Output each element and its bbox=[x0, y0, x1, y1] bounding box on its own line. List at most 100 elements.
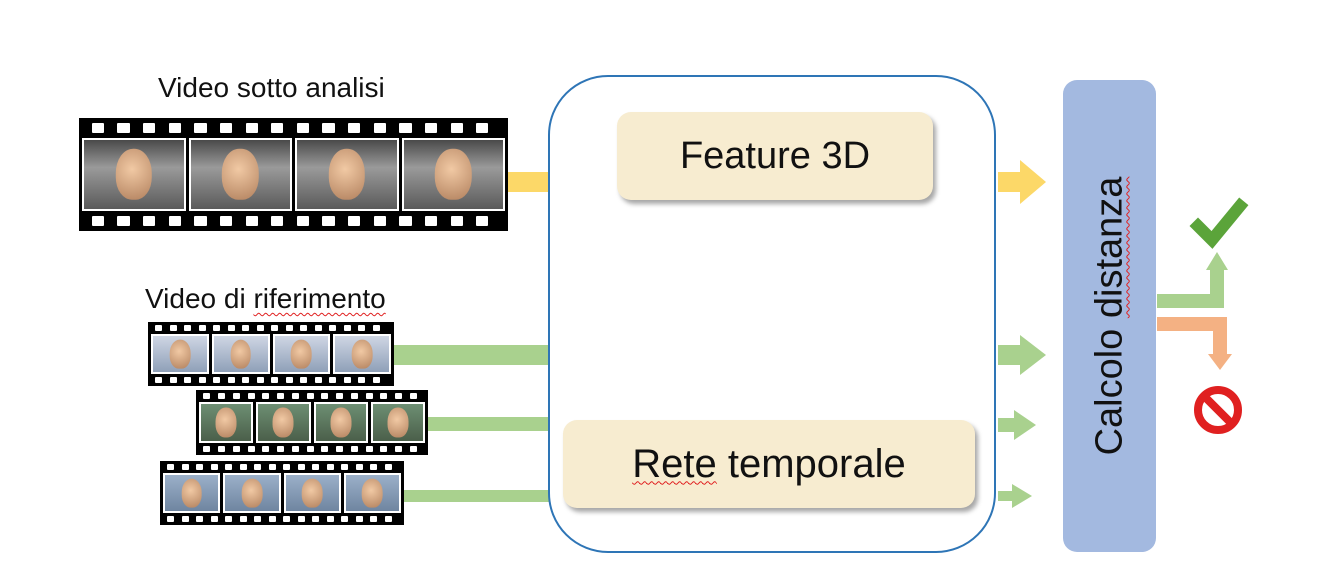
reference-title-word: riferimento bbox=[253, 283, 386, 314]
sprocket-hole bbox=[348, 123, 361, 134]
yellow-arrow-in bbox=[508, 172, 550, 192]
film-frame bbox=[163, 472, 221, 514]
film-frame bbox=[343, 472, 401, 514]
sprocket-hole bbox=[232, 446, 240, 453]
sprocket-hole bbox=[341, 516, 349, 523]
sprocket-hole bbox=[225, 463, 233, 470]
sprocket-hole bbox=[322, 215, 335, 226]
temporal-network-box: Rete temporale bbox=[563, 420, 975, 508]
film-frame bbox=[401, 138, 505, 211]
sprocket-hole bbox=[300, 377, 308, 384]
sprocket-hole bbox=[283, 463, 291, 470]
sprocket-hole bbox=[476, 215, 489, 226]
film-frame bbox=[295, 138, 399, 211]
sprocket-hole bbox=[314, 377, 322, 384]
sprocket-hole bbox=[343, 324, 351, 331]
sprocket-hole bbox=[256, 324, 264, 331]
sprocket-hole bbox=[239, 516, 247, 523]
green-arrow-in-3 bbox=[404, 490, 550, 502]
sprocket-hole bbox=[306, 446, 314, 453]
sprocket-hole bbox=[242, 324, 250, 331]
feature-3d-label: Feature 3D bbox=[679, 134, 871, 177]
film-frame bbox=[82, 138, 186, 211]
face-thumbnail bbox=[115, 149, 152, 200]
green-arrow-in-2 bbox=[428, 417, 550, 431]
temporal-network-word: Rete bbox=[632, 441, 717, 486]
sprocket-hole bbox=[168, 123, 181, 134]
face-thumbnail bbox=[222, 149, 259, 200]
sprocket-hole bbox=[291, 392, 299, 399]
sprocket-hole bbox=[358, 324, 366, 331]
sprocket-hole bbox=[380, 446, 388, 453]
sprocket-hole bbox=[155, 324, 163, 331]
sprocket-hole bbox=[326, 463, 334, 470]
sprocket-hole bbox=[450, 215, 463, 226]
sprocket-hole bbox=[198, 377, 206, 384]
sprocket-hole bbox=[117, 215, 130, 226]
film-frame bbox=[223, 472, 281, 514]
sprocket-hole bbox=[91, 123, 105, 134]
sprocket-hole bbox=[409, 392, 417, 399]
sprocket-hole bbox=[399, 215, 412, 226]
sprocket-hole bbox=[372, 324, 380, 331]
distance-block: Calcolo distanza bbox=[1063, 80, 1156, 552]
sprocket-hole bbox=[326, 516, 334, 523]
green-arrow-out-3 bbox=[998, 484, 1032, 508]
sprocket-hole bbox=[262, 392, 270, 399]
sprocket-hole bbox=[268, 463, 276, 470]
sprocket-hole bbox=[203, 392, 211, 399]
reference-filmstrip-2 bbox=[196, 390, 428, 455]
sprocket-hole bbox=[321, 392, 329, 399]
reference-video-title: Video di riferimento bbox=[145, 283, 386, 315]
face-thumbnail bbox=[181, 478, 202, 508]
sprocket-hole bbox=[321, 446, 329, 453]
sprocket-hole bbox=[194, 215, 207, 226]
sprocket-hole bbox=[167, 516, 175, 523]
sprocket-hole bbox=[256, 377, 264, 384]
sprocket-hole bbox=[271, 324, 279, 331]
sprocket-hole bbox=[322, 123, 335, 134]
sprocket-hole bbox=[380, 392, 388, 399]
yellow-arrow-out bbox=[998, 160, 1046, 204]
face-thumbnail bbox=[387, 407, 409, 438]
sprocket-hole bbox=[143, 123, 156, 134]
film-frame bbox=[188, 138, 292, 211]
face-thumbnail bbox=[362, 478, 383, 508]
face-thumbnail bbox=[241, 478, 263, 508]
sprocket-hole bbox=[373, 123, 386, 134]
film-frame bbox=[256, 401, 311, 444]
sprocket-hole bbox=[262, 446, 270, 453]
sprocket-hole bbox=[268, 516, 276, 523]
face-thumbnail bbox=[169, 339, 191, 369]
sprocket-hole bbox=[225, 516, 233, 523]
sprocket-hole bbox=[271, 215, 284, 226]
reject-connector bbox=[1157, 317, 1232, 370]
sprocket-hole bbox=[355, 463, 363, 470]
sprocket-hole bbox=[232, 392, 240, 399]
temporal-network-rest: temporale bbox=[716, 441, 906, 486]
green-arrow-out-1 bbox=[998, 335, 1046, 375]
sprocket-hole bbox=[329, 377, 337, 384]
sprocket-hole bbox=[296, 123, 310, 134]
face-thumbnail bbox=[435, 149, 472, 200]
sprocket-hole bbox=[91, 215, 105, 226]
film-frame bbox=[313, 401, 368, 444]
sprocket-hole bbox=[169, 377, 177, 384]
sprocket-hole bbox=[395, 446, 403, 453]
sprocket-hole bbox=[168, 215, 181, 226]
reference-filmstrip-1 bbox=[148, 322, 394, 386]
sprocket-hole bbox=[219, 215, 233, 226]
sprocket-hole bbox=[227, 377, 235, 384]
green-arrow-in-1 bbox=[394, 345, 550, 365]
sprocket-hole bbox=[297, 463, 305, 470]
film-frame bbox=[283, 472, 341, 514]
sprocket-hole bbox=[169, 324, 177, 331]
sprocket-hole bbox=[355, 516, 363, 523]
distance-prefix: Calcolo bbox=[1088, 318, 1130, 456]
sprocket-hole bbox=[247, 446, 255, 453]
film-frame bbox=[211, 333, 270, 375]
sprocket-hole bbox=[181, 463, 189, 470]
sprocket-hole bbox=[336, 392, 344, 399]
sprocket-hole bbox=[239, 463, 247, 470]
sprocket-hole bbox=[314, 324, 322, 331]
